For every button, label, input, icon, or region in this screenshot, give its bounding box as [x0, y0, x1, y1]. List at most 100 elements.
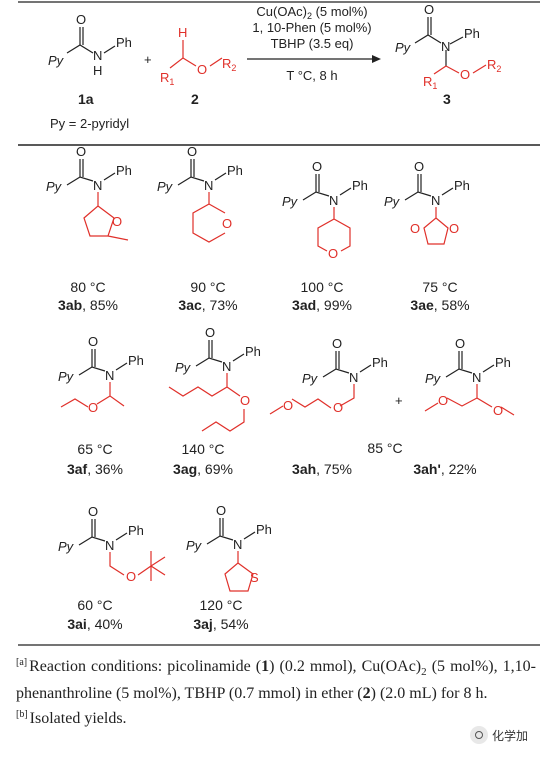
ph-label-3af: Ph [128, 353, 144, 368]
n-label-3af: N [105, 368, 114, 383]
ring-3ae [423, 207, 449, 245]
n-phenyl-bond-3af [115, 362, 128, 371]
n-label-3ai: N [105, 538, 114, 553]
n-phenyl-bond-3ae [441, 187, 454, 196]
product-3-py: Py [395, 40, 412, 55]
n-phenyl-bond-3ac [214, 172, 227, 181]
carbonyl-double-bond-3ai [91, 519, 96, 537]
n-label-3aj: N [233, 537, 242, 552]
reactant-2-r2: R2 [222, 56, 236, 73]
entry-temperature-3ad: 100 °C [301, 279, 344, 295]
n-phenyl-bond-3aj [243, 531, 256, 540]
n-phenyl-bond-3ag [232, 353, 245, 362]
carbonyl-o-3ac: O [187, 144, 197, 159]
carbonyl-o-3ai: O [88, 504, 98, 519]
reactant-2-h: H [178, 25, 187, 40]
py-label-3ab: Py [46, 179, 63, 194]
watermark-text: 化学加 [492, 728, 529, 743]
entry-temperature-3ag: 140 °C [182, 441, 225, 457]
product-3-id: 3 [443, 91, 451, 107]
reactant-2-r1: R1 [160, 70, 174, 87]
shared-temperature-3ah: 85 °C [367, 440, 402, 456]
n-phenyl-bond-3ai [115, 532, 128, 541]
footnote-a-text-1: Reaction conditions: picolinamide ( [29, 658, 262, 675]
entry-compound-yield-3ad: 3ad, 99% [292, 297, 352, 313]
entry-compound-yield-3aj: 3aj, 54% [193, 616, 248, 632]
reactant-1a-id: 1a [78, 91, 94, 107]
product-3-n: N [441, 39, 450, 54]
ring-o-3ab: O [112, 214, 122, 229]
py-definition: Py = 2-pyridyl [50, 116, 129, 131]
product-3-o-ether: O [460, 67, 470, 82]
chain-3af [60, 382, 125, 408]
chain-o-3ag: O [240, 393, 250, 408]
ring-s-3aj: S [250, 570, 259, 585]
ring-3aj [224, 551, 254, 592]
entry-compound-yield-3ah: 3ah, 75% [292, 461, 352, 477]
amide-bonds-3ag [195, 357, 223, 367]
footnote-a-mark: [a] [16, 657, 28, 668]
entry-compound-yield-3ab: 3ab, 85% [58, 297, 118, 313]
ph-label-3ag: Ph [245, 344, 261, 359]
entry-temperature-3ae: 75 °C [422, 279, 457, 295]
footnote-a-sub: 2 [421, 666, 427, 679]
carbonyl-o-3ag: O [205, 325, 215, 340]
conditions-line-4: T °C, 8 h [286, 68, 337, 83]
py-label-3aj: Py [186, 538, 203, 553]
n-label-3ab: N [93, 178, 102, 193]
reactant-2-id: 2 [191, 91, 199, 107]
chain-o-3af: O [88, 400, 98, 415]
amide-bonds-3ahp [445, 368, 473, 378]
entry-temperature-3af: 65 °C [77, 441, 112, 457]
ring-o-3ae-1: O [410, 221, 420, 236]
ph-label-3ac: Ph [227, 163, 243, 178]
footnote-a: [a]Reaction conditions: picolinamide (1)… [16, 652, 536, 704]
chain-o-3ah-2: O [283, 398, 293, 413]
footnote-a-bold-1: 1 [261, 658, 270, 675]
chain-3ah [269, 384, 355, 415]
conditions-line-3: TBHP (3.5 eq) [271, 36, 354, 51]
py-label-3af: Py [58, 369, 75, 384]
carbonyl-double-bond-3ah [335, 351, 340, 369]
footnote-a-text-3: (5 mol%), 1,10-phenanthroline (5 mol%), … [16, 658, 537, 703]
chain-3ag [168, 373, 241, 397]
reactant-2-structure [169, 40, 223, 69]
amide-bonds-3ad [302, 191, 330, 201]
footnote-b: [b]Isolated yields. [16, 704, 536, 729]
reactant-1a-o: O [76, 12, 86, 27]
amide-bonds-3ai [78, 536, 106, 546]
py-label-3ah: Py [302, 371, 319, 386]
chain-3ai [109, 551, 166, 581]
ph-label-3ab: Ph [116, 163, 132, 178]
entry-compound-yield-3ahp: 3ah', 22% [413, 461, 476, 477]
carbonyl-double-bond-3ab [79, 159, 84, 177]
footnote-a-text-2: ) (0.2 mmol), Cu(OAc) [269, 658, 422, 675]
chain-o-3ah-1: O [333, 400, 343, 415]
ph-label-3ad: Ph [352, 178, 368, 193]
reactant-1a-n: N [93, 48, 102, 63]
carbonyl-double-bond-3ac [190, 159, 195, 177]
ph-label-3ai: Ph [128, 523, 144, 538]
n-label-3ac: N [204, 178, 213, 193]
entry-temperature-3ahp: 85 °C [427, 0, 462, 3]
carbonyl-o-3af: O [88, 334, 98, 349]
footnote-b-mark: [b] [16, 709, 28, 721]
carbonyl-double-bond-3ahp [458, 351, 463, 369]
carbonyl-double-bond-3ag [208, 340, 213, 358]
conditions-line-2: 1, 10-Phen (5 mol%) [252, 20, 371, 35]
ring-3ac [192, 192, 226, 243]
watermark-logo-icon [470, 726, 488, 744]
reaction-arrow-head [372, 55, 381, 63]
chain-3ag-b [201, 409, 245, 432]
entry-compound-yield-3ae: 3ae, 58% [410, 297, 469, 313]
py-label-3ahp: Py [425, 371, 442, 386]
conditions-line-1: Cu(OAc)2 (5 mol%) [256, 4, 367, 21]
py-label-3ac: Py [157, 179, 174, 194]
n-phenyl-bond-3ad [339, 187, 352, 196]
product-3-ph: Ph [464, 26, 480, 41]
chain-o-3ahp-2: O [493, 403, 503, 418]
n-label-3ah: N [349, 370, 358, 385]
carbonyl-o-3ah: O [332, 336, 342, 351]
chain-3ahp [424, 384, 515, 416]
